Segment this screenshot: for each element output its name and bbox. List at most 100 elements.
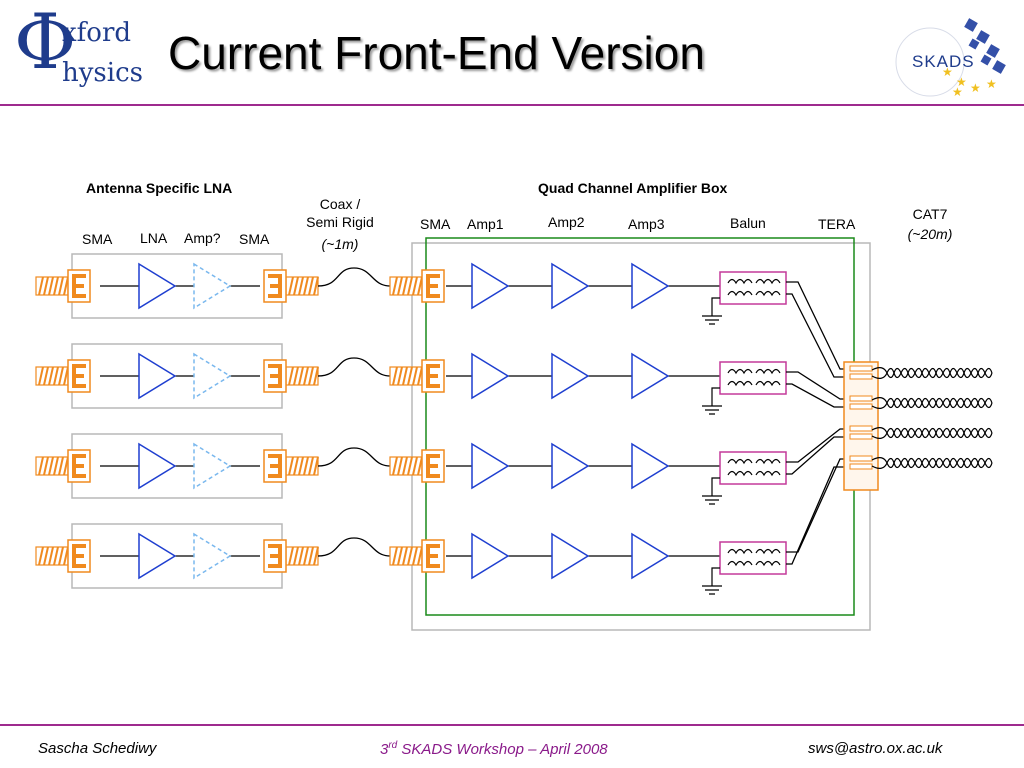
connector-hatch bbox=[412, 276, 418, 296]
svg-text:★: ★ bbox=[956, 75, 967, 89]
connector-hatch bbox=[43, 276, 49, 296]
connector-hatch bbox=[38, 366, 44, 386]
coax-cable bbox=[317, 537, 391, 557]
connector-hatch bbox=[43, 456, 49, 476]
connector-hatch bbox=[43, 546, 49, 566]
connector-hatch bbox=[313, 456, 319, 476]
sma-in-connector bbox=[35, 269, 91, 303]
balun-coil bbox=[727, 560, 781, 567]
connector-hatch bbox=[308, 546, 314, 566]
cat7-strand bbox=[871, 457, 993, 469]
lna-amplifier bbox=[138, 352, 177, 400]
connector-hatch bbox=[48, 366, 54, 386]
footer-event-number: 3 bbox=[380, 741, 389, 758]
footer-rule bbox=[0, 724, 1024, 726]
amp1 bbox=[471, 442, 510, 490]
footer-event-sup: rd bbox=[388, 740, 398, 751]
sma-out-connector bbox=[263, 449, 319, 483]
col-label-tera: TERA bbox=[818, 216, 856, 232]
balun-coil bbox=[727, 548, 781, 555]
sma-box-connector bbox=[389, 269, 445, 303]
amp3 bbox=[631, 532, 670, 580]
connector-pin bbox=[72, 364, 86, 388]
connector-hatch bbox=[308, 276, 314, 296]
connector-hatch bbox=[288, 456, 294, 476]
sma-in-connector bbox=[35, 449, 91, 483]
tera-pin bbox=[849, 365, 873, 372]
connector-hatch bbox=[313, 276, 319, 296]
connector-hatch bbox=[397, 366, 403, 386]
footer-author: Sascha Schediwy bbox=[38, 740, 157, 757]
sma-box-connector bbox=[389, 449, 445, 483]
connector-hatch bbox=[402, 546, 408, 566]
sma-box-connector bbox=[389, 539, 445, 573]
connector-hatch bbox=[407, 456, 413, 476]
connector-hatch bbox=[402, 456, 408, 476]
svg-text:★: ★ bbox=[970, 81, 981, 95]
connector-hatch bbox=[298, 546, 304, 566]
connector-pin bbox=[426, 364, 440, 388]
sma-in-connector bbox=[35, 539, 91, 573]
connector-hatch bbox=[392, 546, 398, 566]
amp2 bbox=[551, 352, 590, 400]
svg-text:★: ★ bbox=[952, 85, 963, 99]
footer-event-text: SKADS Workshop – April 2008 bbox=[397, 741, 608, 758]
footer-event: 3rd SKADS Workshop – April 2008 bbox=[380, 740, 608, 758]
sma-out-connector bbox=[263, 359, 319, 393]
balun-coil bbox=[727, 470, 781, 477]
connector-hatch bbox=[397, 276, 403, 296]
connector-hatch bbox=[58, 276, 64, 296]
amp1 bbox=[471, 262, 510, 310]
optional-amplifier bbox=[193, 352, 232, 400]
connector-hatch bbox=[412, 366, 418, 386]
lna-amplifier bbox=[138, 262, 177, 310]
optional-amplifier bbox=[193, 262, 232, 310]
page-title: Current Front-End Version bbox=[168, 27, 705, 79]
tera-pin bbox=[849, 403, 873, 410]
skads-logo-text: SKADS bbox=[912, 52, 975, 71]
connector-pin bbox=[426, 454, 440, 478]
connector-hatch bbox=[407, 276, 413, 296]
connector-hatch bbox=[38, 546, 44, 566]
connector-hatch bbox=[288, 546, 294, 566]
balun bbox=[719, 271, 787, 305]
col-label-lna: LNA bbox=[140, 230, 168, 246]
sma-in-connector bbox=[35, 359, 91, 393]
connector-pin bbox=[426, 544, 440, 568]
connector-pin bbox=[268, 544, 282, 568]
footer-email[interactable]: sws@astro.ox.ac.uk bbox=[808, 740, 943, 757]
cat7-strand bbox=[871, 427, 993, 439]
connector-hatch bbox=[288, 276, 294, 296]
label-quad-channel-box: Quad Channel Amplifier Box bbox=[538, 180, 728, 196]
oxford-logo-word-1: xford bbox=[62, 18, 132, 48]
connector-hatch bbox=[407, 546, 413, 566]
connector-hatch bbox=[412, 456, 418, 476]
connector-hatch bbox=[58, 546, 64, 566]
connector-hatch bbox=[402, 366, 408, 386]
col-label-sma-box: SMA bbox=[420, 216, 451, 232]
connector-hatch bbox=[303, 546, 309, 566]
connector-hatch bbox=[397, 546, 403, 566]
amp2 bbox=[551, 442, 590, 490]
oxford-logo-word-2: hysics bbox=[62, 58, 143, 88]
col-label-amp2: Amp2 bbox=[548, 214, 585, 230]
balun-coil bbox=[727, 290, 781, 297]
connector-hatch bbox=[298, 456, 304, 476]
connector-hatch bbox=[53, 456, 59, 476]
oxford-logo-phi: Φ bbox=[14, 0, 77, 86]
connector-hatch bbox=[53, 366, 59, 386]
connector-pin bbox=[268, 364, 282, 388]
cat7-strand bbox=[871, 397, 993, 409]
connector-hatch bbox=[392, 276, 398, 296]
ground-symbol bbox=[702, 297, 722, 325]
ground-symbol bbox=[702, 477, 722, 505]
connector-hatch bbox=[308, 366, 314, 386]
col-label-balun: Balun bbox=[730, 215, 766, 231]
connector-pin bbox=[268, 274, 282, 298]
balun-coil bbox=[727, 278, 781, 285]
connector-hatch bbox=[402, 276, 408, 296]
sma-box-connector bbox=[389, 359, 445, 393]
coax-cable bbox=[317, 447, 391, 467]
amp3 bbox=[631, 352, 670, 400]
col-label-sma-in: SMA bbox=[82, 231, 113, 247]
